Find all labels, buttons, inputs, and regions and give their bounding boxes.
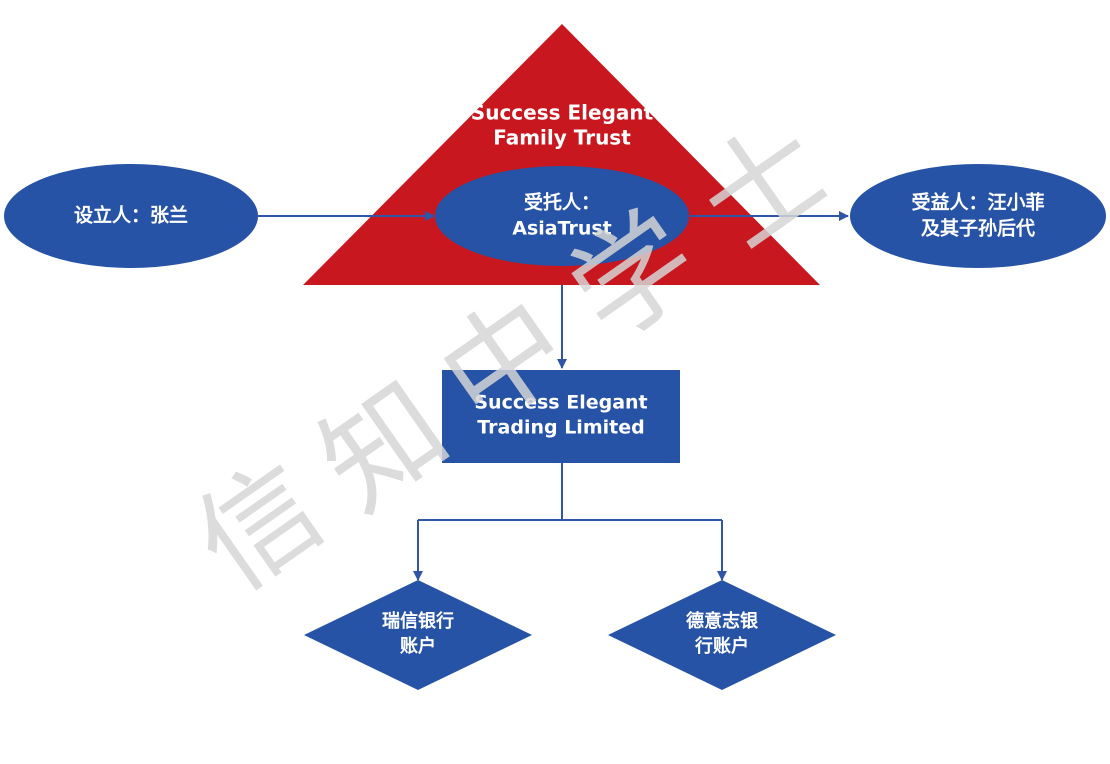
beneficiary-label-line2: 及其子孙后代 [921, 218, 1035, 240]
watermark-char-1: 信 [171, 436, 347, 617]
trust-title-line1: Success Elegant [471, 101, 654, 125]
trustee-label-line2: AsiaTrust [512, 218, 612, 240]
trust-title-line2: Family Trust [493, 126, 631, 150]
trustee-label-line1: 受托人： [524, 191, 600, 214]
account-label-credit-suisse-line1: 瑞信银行 [382, 610, 454, 632]
account-diamond-credit-suisse [304, 580, 532, 690]
account-label-deutsche-line1: 德意志银 [686, 610, 759, 632]
account-diamond-deutsche [608, 580, 836, 690]
company-label-line1: Success Elegant [474, 392, 647, 414]
beneficiary-label-line1: 受益人：汪小菲 [911, 191, 1044, 214]
account-label-credit-suisse-line2: 账户 [400, 635, 436, 657]
settlor-ellipse [4, 164, 258, 268]
account-label-deutsche-line2: 行账户 [694, 635, 749, 657]
beneficiary-ellipse [850, 164, 1106, 268]
trustee-ellipse [435, 166, 689, 266]
company-box [442, 370, 680, 463]
settlor-label: 设立人：张兰 [74, 204, 188, 227]
company-label-line2: Trading Limited [477, 417, 644, 439]
